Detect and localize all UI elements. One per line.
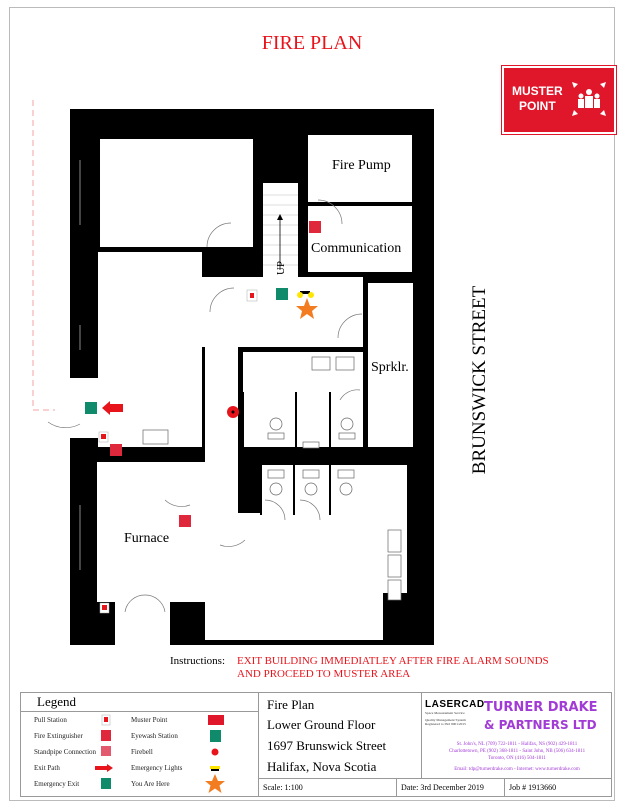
legend-item: Firebell [131,748,153,756]
muster-point-icon [208,715,224,725]
room-label-furnace: Furnace [124,531,170,546]
date: Date: 3rd December 2019 [396,779,484,797]
people-group-icon [572,82,606,116]
legend-item: Muster Point [131,716,168,724]
plan-info: Fire Plan Lower Ground Floor 1697 Brunsw… [259,693,421,778]
plan-name: Fire Plan [267,697,315,712]
firebell-icon [227,406,239,418]
legend-item: You Are Here [131,780,170,788]
exit-path-arrow-icon [102,401,123,415]
pull-station-icon [101,714,111,726]
emergency-lights-icon [297,291,314,298]
doors [47,199,363,613]
you-are-here-star-icon [296,298,318,319]
fire-extinguisher-icon [179,515,191,527]
address: 1697 Brunswick Street [267,738,387,753]
legend-item: Eyewash Station [131,732,178,740]
company-offices: St. John's, NL (709) 722-1811 - Halifax,… [448,742,586,761]
fire-extinguisher-icon [110,444,122,456]
floor-name: Lower Ground Floor [267,717,376,732]
legend-item: Exit Path [34,764,60,772]
legend-item: Standpipe Connection [34,748,97,756]
scale: Scale: 1:100 [263,783,303,792]
legend: Legend Pull Station Fire Extinguisher St… [21,693,259,796]
emergency-lights-icon [210,766,220,771]
company-logo-block: LASERCAD Space Measurement Service Quali… [421,693,612,778]
company-contact: Email: tdp@turnerdrake.com - Internet: w… [454,767,580,772]
page-title: FIRE PLAN [261,32,363,54]
standpipe-icon [101,746,111,756]
legend-title: Legend [37,694,76,709]
legend-icons [95,714,225,793]
stair-arrow-icon [277,214,283,220]
eyewash-icon [210,730,221,742]
star-icon [205,774,225,793]
legend-item: Emergency Exit [34,780,80,788]
exit-path-arrow-icon [95,764,113,772]
legend-item: Emergency Lights [131,764,183,772]
room-label-communication: Communication [311,241,402,256]
street-label: BRUNSWICK STREET [469,285,490,475]
title-block: Legend Pull Station Fire Extinguisher St… [20,692,612,797]
job-number: Job # 1913660 [504,779,556,797]
plumbing-fixtures [142,356,402,601]
lasercad-subtitle: Space Measurement Service [425,711,465,715]
page-border [9,7,615,801]
emergency-exit-icon [85,402,97,414]
floor-plan [32,100,434,645]
pull-station-icon [246,289,258,302]
pull-station-icon [98,431,109,443]
city: Halifax, Nova Scotia [267,759,377,774]
fire-extinguisher-icon [101,730,111,741]
fire-extinguisher-icon [309,221,321,233]
company-name-line2: & PARTNERS LTD [484,718,597,732]
firebell-icon [211,748,219,756]
pull-station-icon [99,602,110,614]
lasercad-logo: LASERCAD [425,699,485,710]
room-label-fire-pump: Fire Pump [332,158,391,173]
legend-item: Pull Station [34,716,67,724]
room-label-sprinkler: Sprklr. [371,360,409,375]
legend-item: Fire Extinguisher [34,732,83,740]
emergency-exit-icon [101,778,111,789]
stairs [263,194,298,266]
title-block-footer: Scale: 1:100 Date: 3rd December 2019 Job… [259,778,611,797]
lasercad-iso: Quality Management System Registered to … [425,718,466,726]
company-name-line1: TURNER DRAKE [484,700,598,715]
emergency-exit-icon [276,288,288,300]
stair-label: UP [275,260,288,276]
